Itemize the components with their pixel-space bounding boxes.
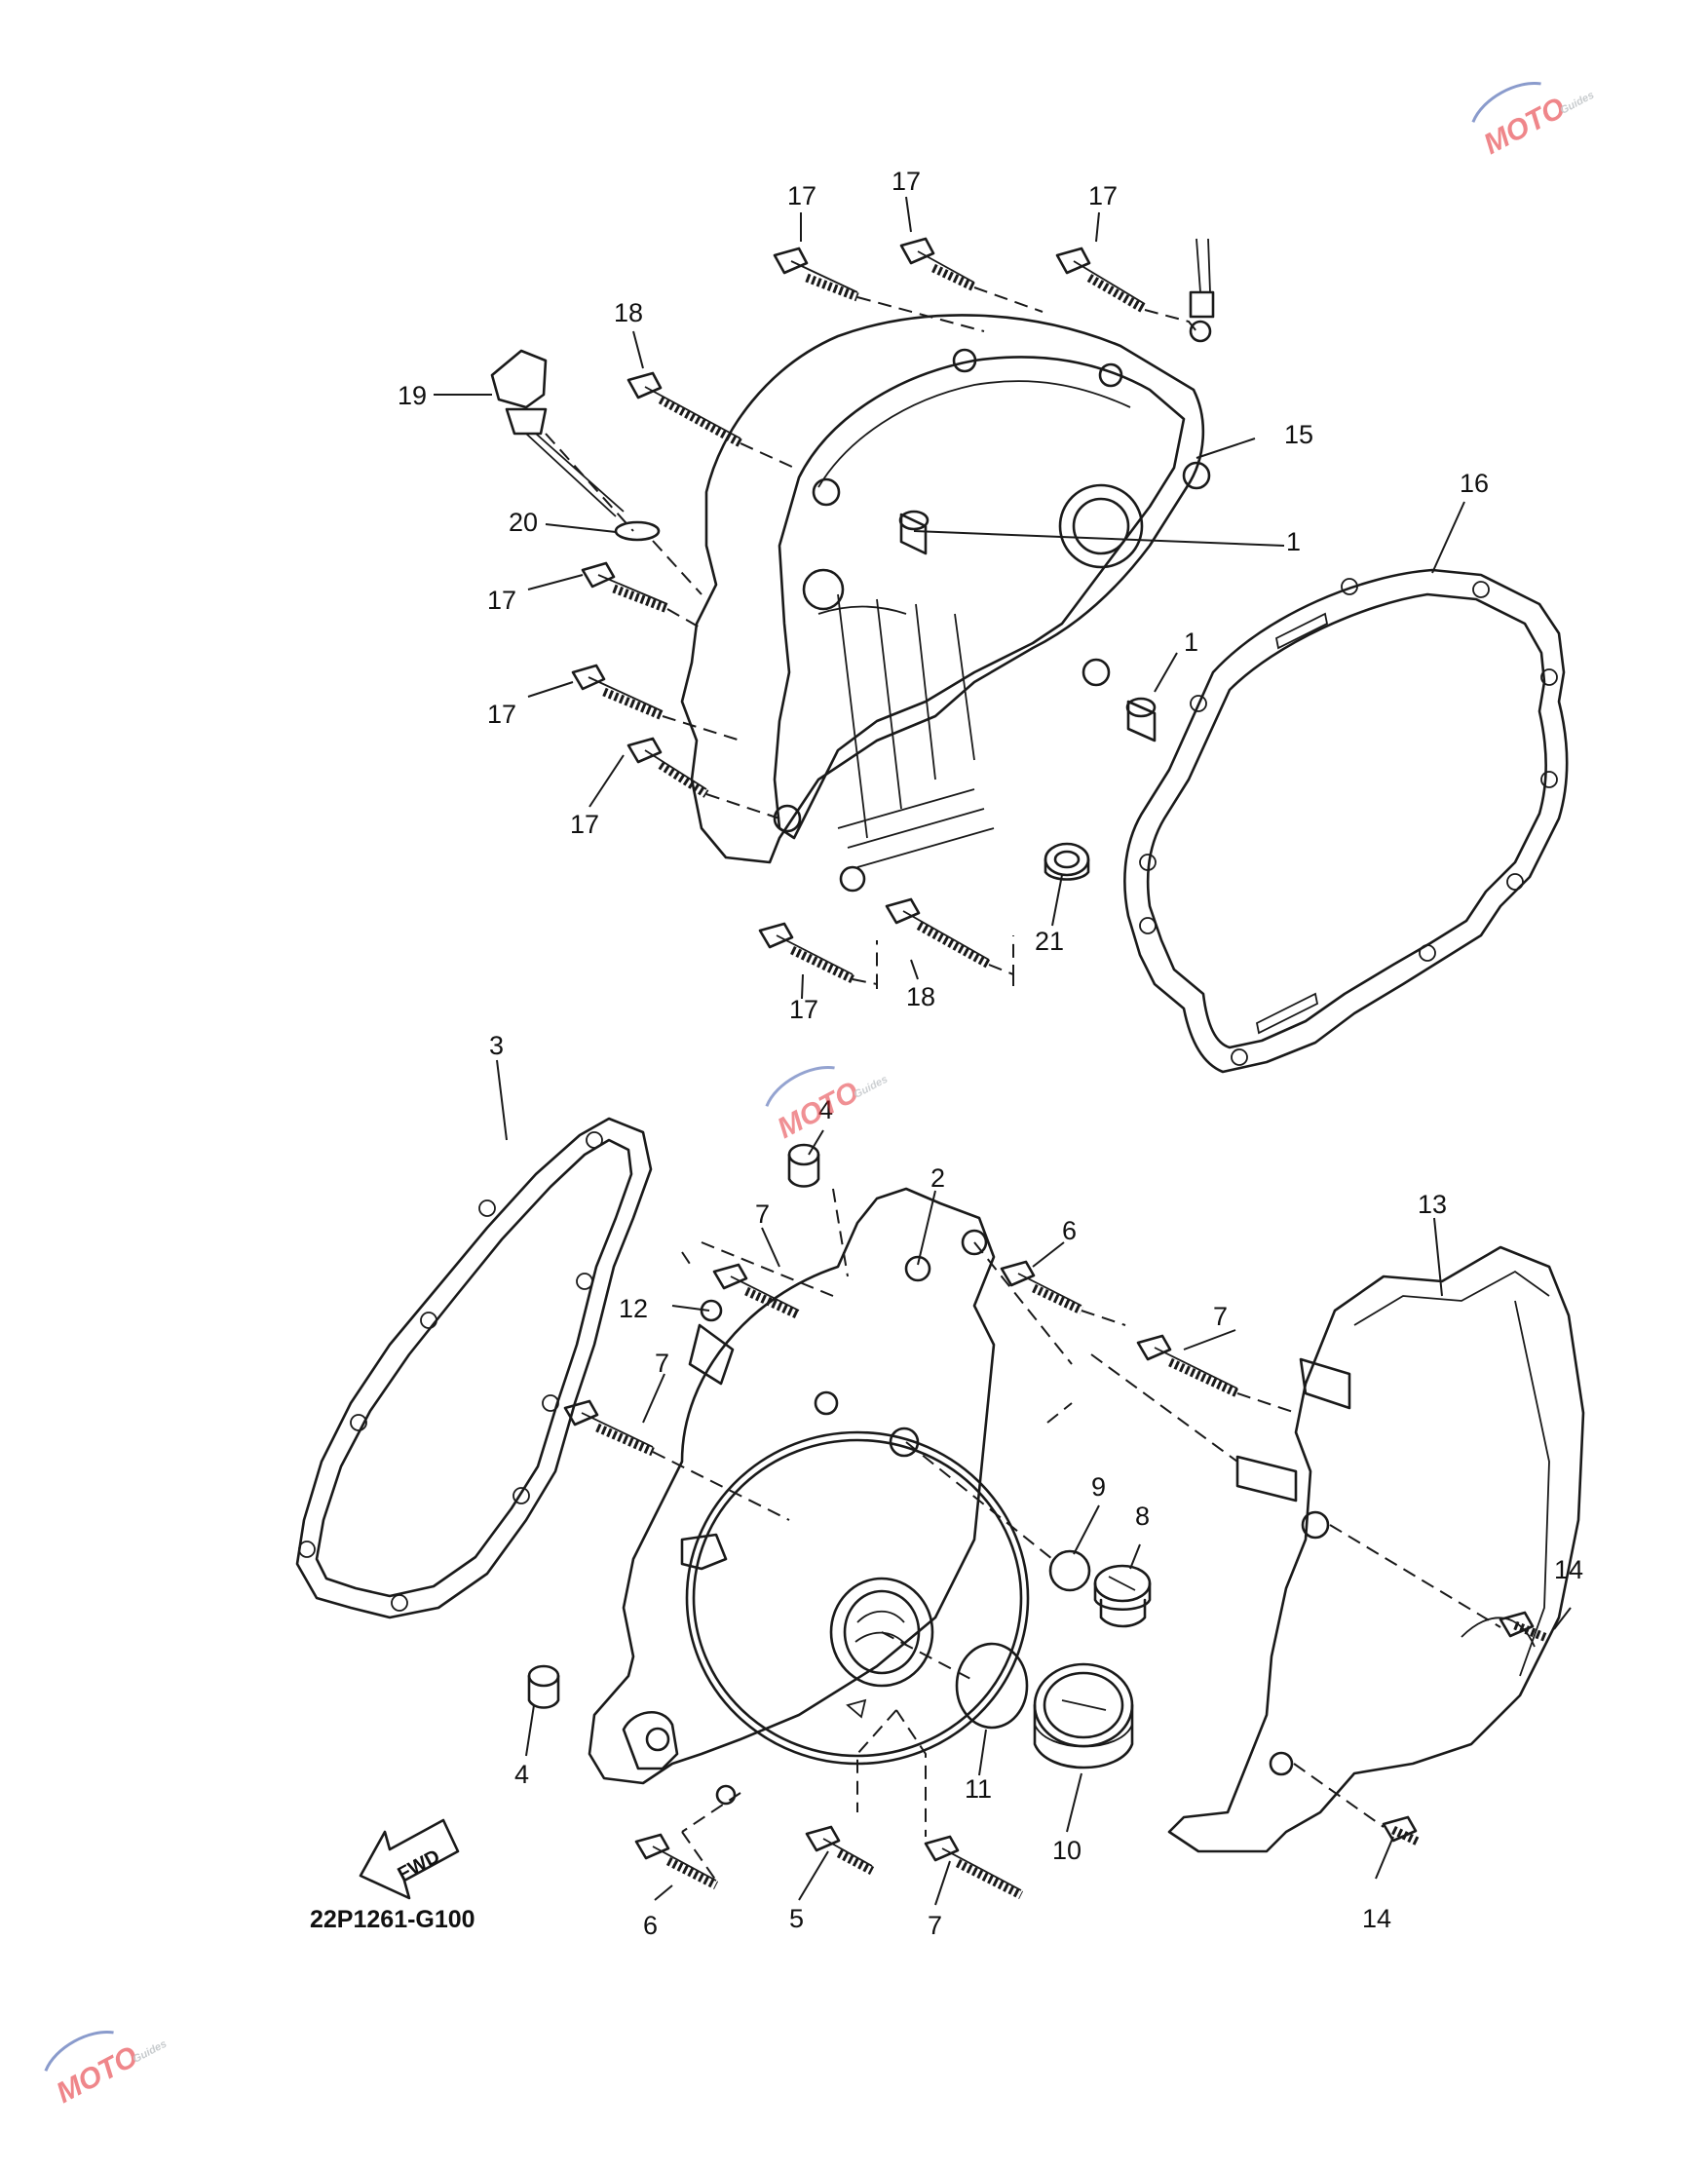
- oil-filler-plug: [490, 349, 625, 517]
- bolt: [1382, 1815, 1420, 1846]
- watermark-logo: MOTO Guides: [44, 2030, 170, 2110]
- callout-6: 6: [1062, 1216, 1077, 1245]
- bolt: [571, 664, 664, 721]
- crankcase-cover-1: [680, 314, 1211, 893]
- bolt: [773, 247, 859, 302]
- bolt: [885, 897, 992, 969]
- callout-6: 6: [643, 1911, 658, 1940]
- bolt: [626, 737, 709, 798]
- callout-11: 11: [965, 1774, 992, 1804]
- crankcase-cover-gasket-lower: [295, 1117, 653, 1619]
- callout-17: 17: [487, 700, 516, 729]
- bolt: [805, 1825, 875, 1875]
- callout-leaders: [434, 196, 1572, 1906]
- callout-17: 17: [789, 995, 818, 1024]
- o-ring: [1048, 1549, 1091, 1592]
- callout-12: 12: [619, 1294, 648, 1323]
- bolt: [899, 237, 976, 292]
- dowel-pin: [527, 1664, 560, 1709]
- callout-4: 4: [514, 1760, 529, 1789]
- cable-clamp: [1189, 238, 1215, 343]
- o-ring: [955, 1642, 1029, 1730]
- callout-7: 7: [1213, 1302, 1228, 1331]
- callout-7: 7: [655, 1349, 669, 1378]
- callout-2: 2: [930, 1163, 945, 1193]
- callout-14: 14: [1554, 1555, 1583, 1584]
- dowel-pin: [1125, 697, 1157, 742]
- callout-18: 18: [906, 982, 935, 1011]
- watermark-logo: MOTO Guides: [765, 1065, 891, 1145]
- callout-17: 17: [487, 586, 516, 615]
- callout-3: 3: [489, 1031, 504, 1060]
- bolt: [1000, 1260, 1083, 1315]
- callout-15: 15: [1284, 420, 1313, 449]
- callout-8: 8: [1135, 1502, 1150, 1531]
- callout-5: 5: [789, 1904, 804, 1933]
- callout-20: 20: [509, 508, 538, 537]
- callout-labels: 17 17 17 18 19 20 17 17 17 17 18 21 15 1…: [398, 167, 1583, 1940]
- watermark-brand: MOTO: [51, 2040, 142, 2110]
- callout-21: 21: [1035, 927, 1064, 956]
- drawing-code: 22P1261-G100: [310, 1906, 475, 1933]
- callout-7: 7: [928, 1911, 942, 1940]
- bolt: [924, 1835, 1024, 1900]
- timing-plug: [1033, 1662, 1134, 1769]
- bolt: [563, 1399, 655, 1457]
- callout-10: 10: [1052, 1836, 1082, 1865]
- inspection-plug: [1093, 1564, 1152, 1628]
- callout-7: 7: [755, 1199, 770, 1229]
- bolt: [581, 561, 669, 614]
- callout-16: 16: [1460, 469, 1489, 498]
- o-ring: [614, 520, 661, 542]
- callout-4: 4: [818, 1095, 833, 1124]
- generator-cover: [588, 1187, 1030, 1806]
- bolt: [626, 371, 743, 447]
- callout-13: 13: [1418, 1190, 1447, 1219]
- callout-18: 18: [614, 298, 643, 327]
- watermark-tagline: Guides: [853, 1074, 891, 1101]
- dowel-pin: [787, 1143, 820, 1188]
- cable-clamp: [688, 1299, 735, 1386]
- sprocket-cover: [1167, 1245, 1585, 1853]
- dowel-pin: [898, 510, 930, 555]
- bolt: [634, 1833, 719, 1890]
- callout-17: 17: [892, 167, 921, 196]
- bolt: [1136, 1334, 1239, 1398]
- callout-9: 9: [1091, 1472, 1106, 1502]
- watermark-tagline: Guides: [1559, 90, 1597, 117]
- callout-17: 17: [570, 810, 599, 839]
- callout-17: 17: [787, 181, 816, 210]
- watermark-logo: MOTO Guides: [1471, 81, 1597, 161]
- bolt: [1055, 247, 1148, 314]
- callout-1: 1: [1286, 527, 1301, 556]
- watermark-brand: MOTO: [772, 1076, 863, 1145]
- oil-seal: [1044, 842, 1090, 881]
- bolt: [712, 1263, 801, 1320]
- watermark-brand: MOTO: [1478, 92, 1570, 161]
- watermark-tagline: Guides: [132, 2038, 170, 2066]
- callout-17: 17: [1088, 181, 1118, 210]
- callout-19: 19: [398, 381, 427, 410]
- callout-1: 1: [1184, 628, 1198, 657]
- fwd-label: FWD: [395, 1846, 444, 1885]
- forward-arrow-icon: FWD: [359, 1818, 460, 1900]
- bolt: [1499, 1611, 1551, 1644]
- crankcase-cover-gasket-upper: [1123, 568, 1569, 1074]
- bolt: [758, 922, 854, 984]
- callout-14: 14: [1362, 1904, 1391, 1933]
